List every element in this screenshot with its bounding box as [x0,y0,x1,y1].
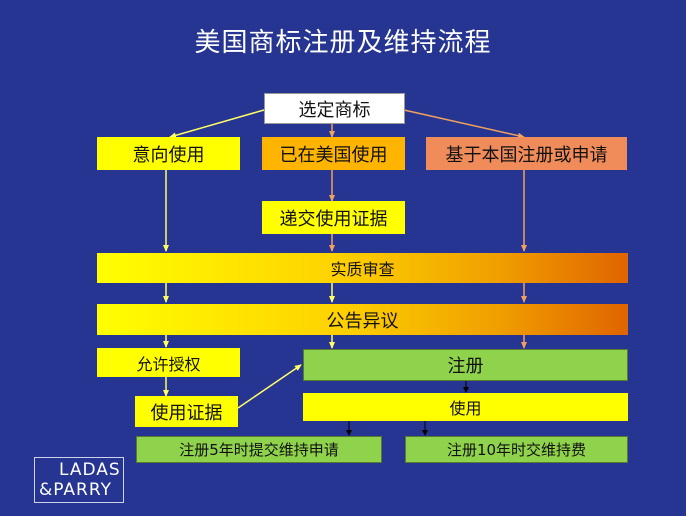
step-use-evidence: 使用证据 [135,396,238,427]
logo-line-2: &PARRY [39,480,112,500]
arrow-evidence-to-register [237,364,302,409]
step-foreign-basis: 基于本国注册或申请 [426,137,627,170]
step-allowance: 允许授权 [97,348,240,377]
ladas-parry-logo: LADAS &PARRY [34,457,124,503]
page-title: 美国商标注册及维持流程 [194,28,492,58]
step-substantive-exam: 实质审查 [97,253,628,283]
step-year10-maintenance: 注册10年时交维持费 [405,436,628,463]
step-registration: 注册 [303,349,628,381]
step-select-mark: 选定商标 [264,93,405,124]
step-year5-maintenance: 注册5年时提交维持申请 [136,436,382,463]
step-already-in-use: 已在美国使用 [262,137,405,170]
step-submit-use-evidence: 递交使用证据 [262,201,405,234]
step-publication-opposition: 公告异议 [97,304,628,335]
arrow-select-to-intent [169,109,265,139]
step-use: 使用 [303,393,628,421]
step-intent-to-use: 意向使用 [97,137,240,170]
logo-line-1: LADAS [59,460,121,480]
arrow-select-to-foreign [403,109,525,139]
